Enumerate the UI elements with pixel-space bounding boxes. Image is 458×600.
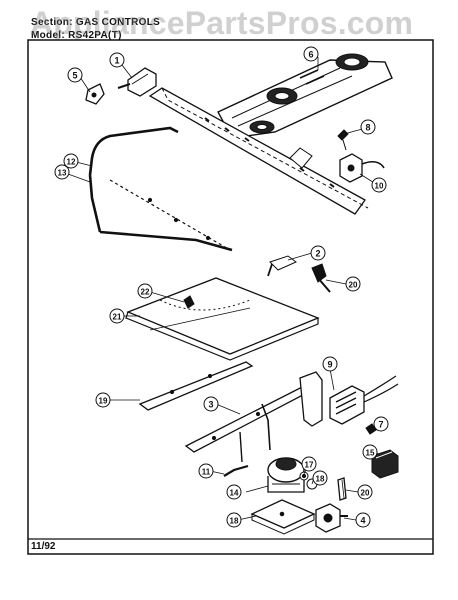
callout-14: 14 bbox=[226, 484, 242, 500]
svg-text:11: 11 bbox=[202, 468, 211, 477]
svg-text:19: 19 bbox=[99, 397, 108, 406]
section-title: Section: GAS CONTROLS bbox=[31, 17, 161, 28]
svg-text:15: 15 bbox=[366, 449, 375, 458]
svg-text:10: 10 bbox=[375, 182, 384, 191]
burner-assembly bbox=[217, 53, 393, 139]
callout-9: 9 bbox=[322, 356, 338, 372]
svg-text:4: 4 bbox=[360, 516, 365, 526]
svg-text:18: 18 bbox=[316, 475, 325, 484]
part-4-regulator bbox=[315, 503, 348, 533]
svg-text:21: 21 bbox=[113, 313, 122, 322]
callout-18-lower: 18 bbox=[226, 512, 242, 528]
part-11-tube bbox=[223, 464, 249, 477]
callout-4: 4 bbox=[355, 512, 371, 528]
callout-18-upper: 18 bbox=[312, 470, 328, 486]
page-frame bbox=[27, 39, 434, 555]
svg-text:22: 22 bbox=[141, 288, 150, 297]
callout-3: 3 bbox=[203, 396, 219, 412]
part-8-screw bbox=[337, 129, 349, 151]
callout-13: 13 bbox=[54, 164, 70, 180]
svg-text:14: 14 bbox=[230, 489, 239, 498]
svg-text:20: 20 bbox=[349, 281, 358, 290]
part-10-igniter bbox=[339, 153, 385, 183]
part-17-fitting bbox=[299, 471, 309, 481]
callout-6: 6 bbox=[303, 46, 319, 62]
part-15-valve-knob bbox=[371, 449, 399, 479]
part-18-bracket-lower bbox=[250, 499, 316, 535]
part-21-heat-shield bbox=[125, 277, 320, 361]
footer-date-code: 11/92 bbox=[31, 541, 56, 552]
callout-1: 1 bbox=[109, 52, 125, 68]
callout-22: 22 bbox=[137, 283, 153, 299]
svg-text:5: 5 bbox=[72, 71, 77, 81]
callout-7: 7 bbox=[373, 416, 389, 432]
callout-8: 8 bbox=[360, 119, 376, 135]
part-20-orifice-upper bbox=[311, 263, 331, 293]
callout-10: 10 bbox=[371, 177, 387, 193]
part-7-screw bbox=[365, 423, 377, 435]
svg-text:9: 9 bbox=[327, 360, 332, 370]
callout-11: 11 bbox=[198, 463, 214, 479]
svg-text:2: 2 bbox=[315, 249, 320, 259]
model-number: Model: RS42PA(T) bbox=[31, 30, 122, 41]
part-9-spark-module bbox=[329, 375, 399, 425]
svg-text:18: 18 bbox=[230, 517, 239, 526]
svg-text:13: 13 bbox=[58, 169, 67, 178]
callout-17: 17 bbox=[301, 456, 317, 472]
manifold-bracket bbox=[148, 87, 369, 215]
svg-text:17: 17 bbox=[305, 461, 314, 470]
svg-text:3: 3 bbox=[208, 400, 213, 410]
svg-text:1: 1 bbox=[114, 56, 119, 66]
svg-text:8: 8 bbox=[365, 123, 370, 133]
part-1-valve-clip bbox=[117, 67, 157, 97]
callout-21: 21 bbox=[109, 308, 125, 324]
callout-19: 19 bbox=[95, 392, 111, 408]
part-22-clip bbox=[183, 295, 195, 309]
callout-20-lower: 20 bbox=[357, 484, 373, 500]
part-14-valve-body bbox=[267, 457, 305, 493]
part-12-13-tubing bbox=[88, 126, 233, 252]
part-20-orifice-lower bbox=[337, 477, 347, 501]
svg-text:20: 20 bbox=[361, 489, 370, 498]
part-5-bracket bbox=[85, 83, 105, 105]
callout-20-upper: 20 bbox=[345, 276, 361, 292]
svg-text:7: 7 bbox=[378, 420, 383, 430]
part-3-manifold-pipe bbox=[184, 371, 323, 463]
callout-15: 15 bbox=[362, 444, 378, 460]
watermark: AppliancePartsPros.com bbox=[30, 5, 414, 41]
svg-text:6: 6 bbox=[308, 50, 313, 60]
part-19-rail bbox=[138, 361, 254, 411]
callouts: 1 2 3 4 5 6 7 8 9 10 11 12 13 14 15 17 1… bbox=[54, 46, 389, 528]
callout-2: 2 bbox=[310, 245, 326, 261]
svg-text:12: 12 bbox=[67, 158, 76, 167]
callout-5: 5 bbox=[67, 67, 83, 83]
callout-12: 12 bbox=[63, 153, 79, 169]
